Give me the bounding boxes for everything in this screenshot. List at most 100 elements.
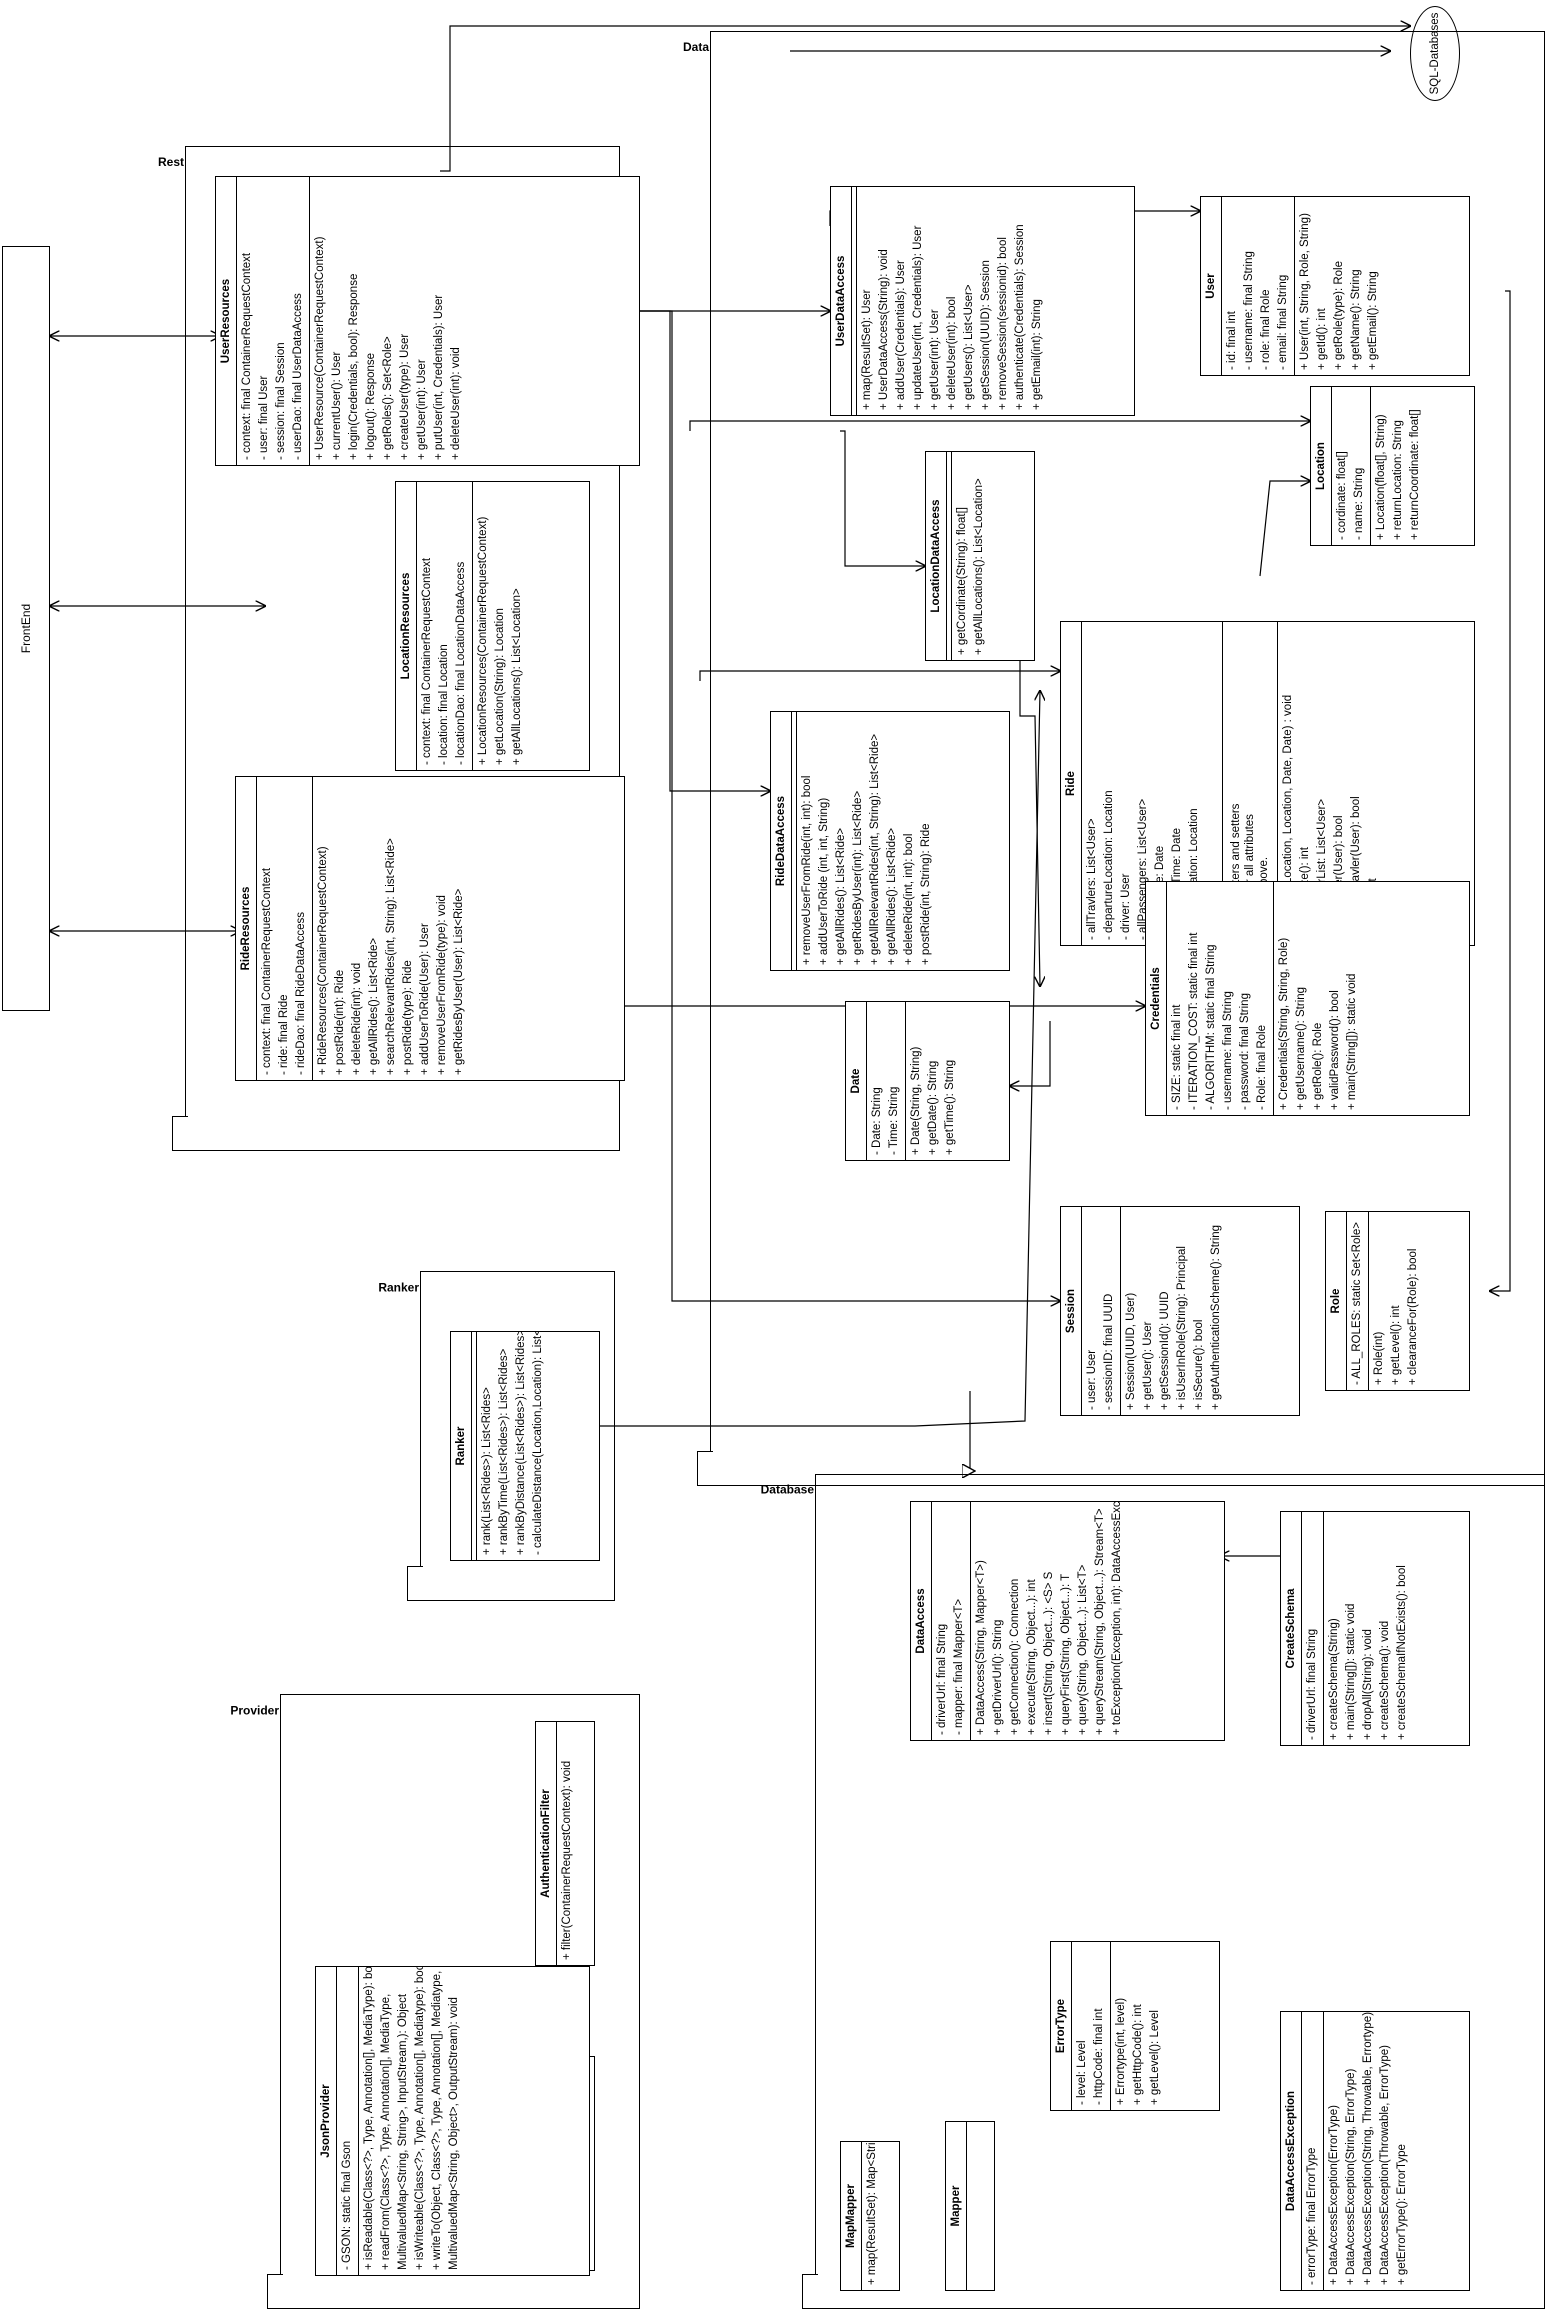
operation-line: + getDate(): String bbox=[927, 1060, 939, 1155]
operation-line: + getLevel(): int bbox=[1390, 1305, 1402, 1385]
operation-section: + isReadable(Class<?>, Type, Annotation[… bbox=[359, 1966, 465, 2275]
operation-line: + DataAccess(String, Mapper<T>) bbox=[975, 1560, 987, 1735]
operation-line: + addUserToRide(User): User bbox=[419, 923, 431, 1075]
attribute-line: - userDao: final UserDataAccess bbox=[292, 293, 304, 460]
package-database-tab bbox=[802, 2274, 818, 2309]
class-location-resources: LocationResources- context: final Contai… bbox=[395, 481, 590, 771]
operation-line: + rankByDistance(List<Rides>): List<Ride… bbox=[515, 1331, 527, 1555]
operation-line: + getLocation(String): Location bbox=[494, 608, 506, 765]
operation-section: + Location(float[], String) + returnLocat… bbox=[1371, 387, 1426, 545]
operation-line: + deleteUser(int): void bbox=[450, 347, 462, 460]
class-location: Location - cordinate: float[] - name: Stri… bbox=[1310, 386, 1475, 546]
operation-section: + map(ResultSet): Map<String, Object> bbox=[862, 2141, 883, 2290]
attribute-line: - email: final String bbox=[1277, 274, 1289, 370]
attribute-section: - context: final ContainerRequestContext… bbox=[257, 777, 313, 1080]
attribute-line: - Date: String bbox=[871, 1087, 883, 1155]
class-location-data-access: LocationDataAccess+ getCordinate(String)… bbox=[925, 451, 1035, 661]
operation-line: + getAllRides(): List<Ride> bbox=[368, 937, 380, 1075]
operation-line: + map(ResultSet): Map<String, Object> bbox=[866, 2141, 878, 2285]
class-authentication-filter: AuthenticationFilter+ filter(ContainerRe… bbox=[535, 1721, 595, 1966]
operation-section: + UserResource(ContainerRequestContext)+… bbox=[310, 177, 467, 465]
attribute-line: - ALL_ROLES: static Set<Role> bbox=[1351, 1221, 1363, 1385]
attribute-line: - context: final ContainerRequestContext bbox=[241, 252, 253, 460]
operation-line: + getId(): int bbox=[1316, 308, 1328, 370]
operation-line: + getEmail(): String bbox=[1367, 271, 1379, 370]
package-rest-label: Rest bbox=[157, 155, 184, 169]
operation-line: + getDriverUrl(): String bbox=[992, 1619, 1004, 1735]
operation-line: + getUser(int): User bbox=[416, 359, 428, 460]
attribute-line: - locationDao: final LocationDataAccess bbox=[455, 561, 467, 765]
operation-line: + deleteRide(int, int): bool bbox=[903, 833, 915, 965]
attribute-line: - user: User bbox=[1086, 1349, 1098, 1410]
class-error-type: ErrorType- level: Level- httpCode: final… bbox=[1050, 1941, 1220, 2111]
attribute-line: - ride: final Ride bbox=[278, 994, 290, 1075]
data-access-to-mapper bbox=[970, 1391, 975, 1471]
attribute-line: - session: final Session bbox=[275, 342, 287, 460]
operation-line: + deleteUser(int): bool bbox=[946, 296, 958, 410]
operation-line: + getAllRides(): List<Ride> bbox=[886, 827, 898, 965]
operation-section: + removeUserFromRide(int, int): bool + ad… bbox=[797, 712, 937, 970]
attribute-line: - SIZE: static final int bbox=[1171, 1004, 1183, 1110]
user-to-role bbox=[1490, 290, 1511, 1291]
operation-line: + getUsers(): List<User> bbox=[963, 284, 975, 410]
package-ranker-label: Ranker bbox=[378, 1280, 419, 1294]
class-name: Ride bbox=[1061, 622, 1082, 945]
attribute-line: - errorType: final ErrorType bbox=[1306, 2147, 1318, 2285]
operation-line: + DataAccessException(String, ErrorType) bbox=[1345, 2068, 1357, 2285]
class-name: Location bbox=[1311, 387, 1332, 545]
operation-line: + addUserToRide (int, int, String) bbox=[818, 797, 830, 965]
attribute-line: - role: final Role bbox=[1260, 289, 1272, 370]
operation-line: + getLevel(): Level bbox=[1149, 2010, 1161, 2105]
class-name: Ranker bbox=[451, 1332, 472, 1560]
operation-line: + getUser(): User bbox=[1142, 1321, 1154, 1410]
operation-line: + returnLocation: String bbox=[1392, 420, 1404, 540]
class-name: DataAccess bbox=[911, 1502, 932, 1740]
operation-line: + Credentials(String, String, Role) bbox=[1278, 937, 1290, 1110]
attribute-line: - cordinate: float[] bbox=[1336, 451, 1348, 540]
operation-line: + dropAll(String): void bbox=[1362, 1629, 1374, 1740]
operation-line: + isReadable(Class<?>, Type, Annotation[… bbox=[363, 1966, 375, 2270]
ride-data-access-to-ride bbox=[699, 671, 1060, 681]
operation-line: + getAllLocations(): List<Location> bbox=[973, 478, 985, 655]
operation-section: + Credentials(String, String, Role)+ get… bbox=[1274, 882, 1363, 1115]
attribute-line: - driverUrl: final String bbox=[936, 1623, 948, 1735]
operation-section: + getCordinate(String): float[]+ getAllL… bbox=[952, 452, 990, 660]
operation-line: + UserDataAccess(String): void bbox=[878, 249, 890, 410]
attribute-line: - name: String bbox=[1353, 467, 1365, 540]
class-ranker: Ranker + rank(List<Rides>): List<Rides> + … bbox=[450, 1331, 600, 1561]
package-data-label: Data bbox=[682, 40, 709, 54]
operation-line: + getRidesByUser(User): List<Ride> bbox=[453, 888, 465, 1075]
class-create-schema: CreateSchema- driverUrl: final String+ c… bbox=[1280, 1511, 1470, 1746]
class-name: DataAccessException bbox=[1281, 2012, 1302, 2290]
class-json-provider: JsonProvider- GSON: static final Gson+ i… bbox=[315, 1966, 590, 2276]
operation-line: + isWriteable(Class<?>, Type, Annotation… bbox=[414, 1966, 426, 2270]
operation-line: + Location(float[], String) bbox=[1375, 414, 1387, 540]
operation-line: + DataAccessException(ErrorType) bbox=[1328, 2105, 1340, 2285]
operation-line: + getEmail(int): String bbox=[1031, 299, 1043, 410]
operation-line: + getAuthenticationScheme(): String bbox=[1210, 1224, 1222, 1410]
user-resources-to-session bbox=[640, 310, 1060, 1301]
class-name: User bbox=[1201, 197, 1222, 375]
operation-line: + isUserInRole(String): Principal bbox=[1176, 1246, 1188, 1410]
operation-line: + main(String[]): static void bbox=[1346, 973, 1358, 1110]
operation-line: + createSchema(String) bbox=[1328, 1618, 1340, 1740]
class-ride-resources: RideResources- context: final ContainerR… bbox=[235, 776, 625, 1081]
attribute-line: - rideDao: final RideDataAccess bbox=[295, 912, 307, 1075]
operation-line: + User(int, String, Role, String) bbox=[1299, 213, 1311, 370]
operation-line: + rank(List<Rides>): List<Rides> bbox=[481, 1387, 493, 1555]
operation-line: + removeUserFromRide(int, int): bool bbox=[801, 775, 813, 966]
class-name: Credentials bbox=[1146, 882, 1167, 1115]
frontend-label: FrontEnd bbox=[19, 603, 33, 654]
ride-data-access-to-location bbox=[689, 421, 1310, 431]
operation-line: + getConnection(): Connection bbox=[1009, 1578, 1021, 1735]
operation-line: - calculateDistance(Location,Location): … bbox=[532, 1331, 544, 1555]
class-name: CreateSchema bbox=[1281, 1512, 1302, 1745]
attribute-section: - GSON: static final Gson bbox=[337, 1967, 359, 2275]
operation-section: + Session(UUID, User)+ getUser(): User+ … bbox=[1121, 1207, 1227, 1415]
operation-line: + updateUser(int, Credentials): User bbox=[912, 225, 924, 410]
operation-line: + Date(String, String) bbox=[910, 1046, 922, 1155]
attribute-line: - ITERATION_COST: static final int bbox=[1188, 932, 1200, 1110]
operation-line: + LocationResources(ContainerRequestCont… bbox=[477, 516, 489, 765]
class-map-mapper: MapMapper+ map(ResultSet): Map<String, O… bbox=[840, 2141, 900, 2291]
attribute-line: - departureLocation: Location bbox=[1103, 790, 1115, 940]
